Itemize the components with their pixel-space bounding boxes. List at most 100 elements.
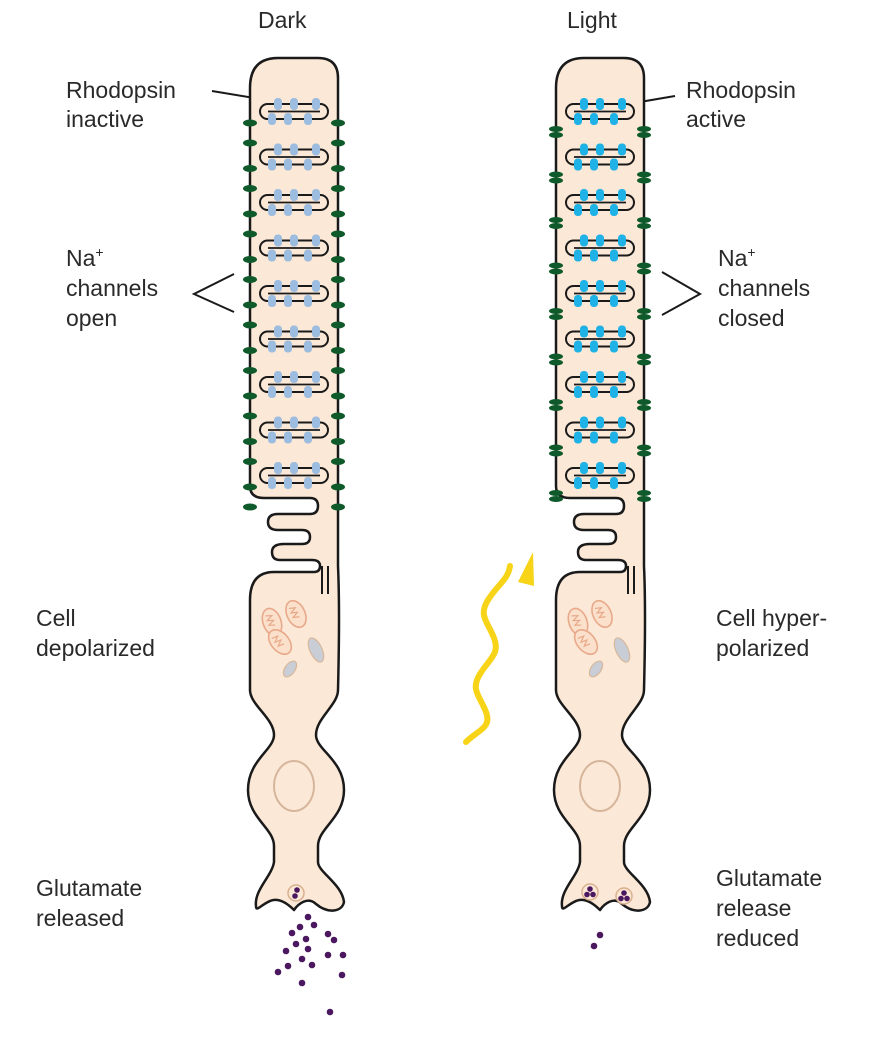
na-channel-closed — [549, 496, 563, 502]
dark-glutamate-line2: released — [36, 905, 124, 931]
rhodopsin-molecule — [580, 234, 588, 247]
rhodopsin-molecule — [618, 143, 626, 156]
rhodopsin-molecule — [590, 158, 598, 171]
vesicle-content — [590, 891, 596, 898]
rhodopsin-molecule — [312, 325, 320, 338]
disc — [259, 462, 329, 489]
cell-membrane — [246, 56, 346, 912]
rhodopsin-molecule — [610, 386, 618, 398]
light-glutamate-line2: release — [716, 895, 791, 921]
rhodopsin-molecule — [596, 280, 604, 292]
rhodopsin-molecule — [304, 249, 312, 262]
disc — [565, 98, 635, 125]
disc — [259, 98, 329, 125]
rhodopsin-molecule — [274, 234, 282, 247]
na-channel-open — [243, 210, 257, 218]
rhodopsin-molecule — [574, 249, 582, 262]
rhodopsin-molecule — [574, 158, 582, 171]
organelle-shape — [588, 660, 604, 678]
na-channel-closed — [637, 399, 651, 405]
na-channel-open — [243, 483, 257, 491]
rod-cell-dark — [243, 56, 347, 1016]
rhodopsin-molecule — [290, 189, 298, 201]
rhodopsin-molecule — [618, 234, 626, 247]
rhodopsin-molecule — [596, 98, 604, 110]
dark-channels-bracket — [191, 273, 235, 313]
rhodopsin-molecule — [590, 431, 598, 444]
mitochondrion — [267, 629, 293, 655]
rhodopsin-molecule — [290, 462, 298, 474]
rhodopsin-molecule — [312, 371, 320, 383]
glutamate-molecule — [590, 942, 598, 950]
rhodopsin-molecule — [284, 295, 292, 307]
rhodopsin-molecule — [590, 477, 598, 489]
glutamate-molecule — [274, 968, 282, 976]
rhodopsin-molecule — [274, 143, 282, 156]
na-channel-open — [243, 119, 257, 127]
na-channel-open — [331, 165, 345, 172]
na-channel-open — [243, 301, 257, 309]
disc — [565, 325, 635, 353]
rhodopsin-molecule — [618, 98, 626, 110]
na-channel-closed — [637, 353, 651, 360]
rhodopsin-molecule — [274, 325, 282, 338]
rhodopsin-molecule — [268, 158, 276, 171]
rhodopsin-molecule — [268, 431, 276, 444]
na-channel-open — [331, 230, 345, 238]
rhodopsin-molecule — [304, 340, 312, 353]
rhodopsin-molecule — [574, 431, 582, 444]
light-title: Light — [567, 7, 617, 33]
na-channel-open — [331, 503, 345, 511]
rhodopsin-molecule — [610, 249, 618, 262]
mitochondrion — [591, 599, 613, 629]
rhodopsin-molecule — [312, 143, 320, 156]
rhodopsin-molecule — [274, 462, 282, 474]
na-channel-open — [243, 438, 257, 445]
vesicle-content — [621, 890, 627, 896]
rhodopsin-molecule — [580, 280, 588, 292]
rhodopsin-molecule — [284, 340, 292, 353]
na-channel-closed — [637, 405, 651, 411]
na-channel-open — [331, 119, 345, 127]
synaptic-vesicle — [581, 883, 599, 901]
mitochondrion-cristae — [271, 635, 285, 648]
glutamate-molecule — [330, 936, 338, 944]
vesicle-content — [584, 891, 590, 898]
na-channel-closed — [549, 217, 563, 223]
organelle — [307, 637, 325, 663]
na-channel-closed — [637, 359, 651, 366]
disc — [565, 371, 635, 398]
glutamate-molecule — [292, 940, 300, 948]
glutamate-molecule — [304, 913, 312, 921]
na-channel-closed — [549, 405, 563, 411]
na-channel-open — [243, 347, 257, 354]
rhodopsin-molecule — [290, 325, 298, 338]
glutamate-molecule — [310, 921, 318, 929]
rhodopsin-molecule — [284, 249, 292, 262]
rhodopsin-molecule — [312, 189, 320, 201]
vesicle-content — [587, 886, 593, 892]
mitochondrion — [573, 629, 599, 655]
dark-cell-state-line2: depolarized — [36, 635, 155, 661]
na-channel-open — [331, 276, 345, 283]
light-channels-label-line1: Na+ — [718, 244, 756, 271]
vesicle-membrane — [287, 884, 305, 902]
rhodopsin-molecule — [284, 158, 292, 171]
na-channel-open — [331, 347, 345, 354]
rhodopsin-molecule — [580, 143, 588, 156]
nucleus — [579, 760, 621, 812]
disc — [259, 143, 329, 171]
light-rhodopsin-label-line2: active — [686, 106, 746, 132]
light-cell-state-line2: polarized — [716, 635, 809, 661]
rhodopsin-molecule — [580, 416, 588, 429]
rhodopsin-molecule — [574, 340, 582, 353]
na-channel-open — [243, 256, 257, 263]
na-channel-closed — [637, 171, 651, 178]
na-channel-closed — [637, 308, 651, 314]
vesicle-content — [624, 895, 630, 902]
rhodopsin-molecule — [596, 143, 604, 156]
glutamate-molecule — [288, 929, 296, 937]
light-photon-arrow — [463, 552, 534, 745]
organelle — [282, 660, 298, 678]
mitochondrion-cristae — [288, 606, 300, 619]
